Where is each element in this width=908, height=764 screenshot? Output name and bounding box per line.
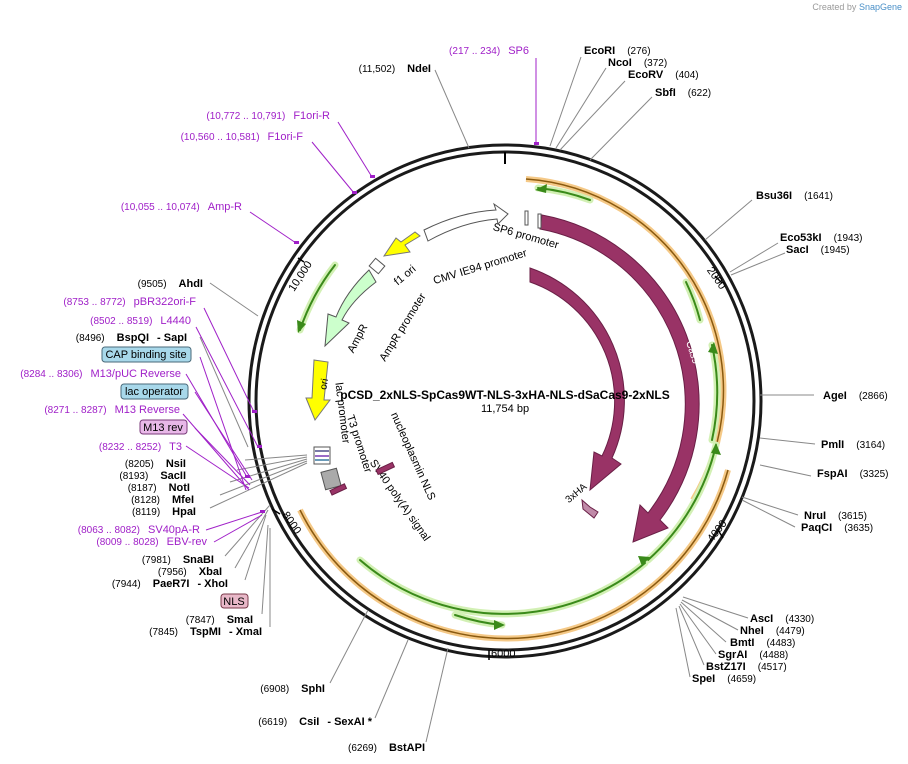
sp6-promoter-marker (524, 210, 529, 226)
enzyme-eco53ki[interactable]: Eco53kI(1943) (780, 232, 863, 244)
enzyme-noti[interactable]: (8187)NotI (128, 482, 190, 494)
nucleoplasmin-nls-marker (375, 461, 396, 476)
enzyme-xbai[interactable]: (7956)XbaI (158, 566, 222, 578)
enzyme-paer7i[interactable]: (7944)PaeR7I- XhoI (112, 578, 228, 590)
orf-arrows (296, 184, 721, 630)
enzyme-tspmi[interactable]: (7845)TspMI- XmaI (149, 626, 262, 638)
tick-8000 (271, 508, 281, 515)
enzyme-ecori[interactable]: EcoRI(276) (584, 45, 651, 57)
enzyme-bstz17i[interactable]: BstZ17I(4517) (706, 661, 787, 673)
enzyme-bmti[interactable]: BmtI(4483) (730, 637, 795, 649)
lac-operator-label: lac operator (125, 386, 183, 398)
f1-ori-label: f1 ori (392, 263, 418, 288)
snapgene-logo-text: SnapGene (858, 2, 902, 12)
tick-10000 (297, 257, 305, 263)
ori-label: ori (318, 378, 331, 391)
primer-l4440[interactable]: (8502 .. 8519)L4440 (90, 315, 191, 327)
sp6-promoter-marker-b (537, 213, 542, 229)
primer-sp6[interactable]: (217 .. 234)SP6 (449, 45, 529, 57)
enzyme-smai[interactable]: (7847)SmaI (186, 614, 253, 626)
ampr-promoter-marker (368, 257, 386, 275)
right-leader-lines (549, 56, 816, 678)
enzyme-nsii[interactable]: (8205)NsiI (125, 458, 186, 470)
primer-f1ori-r[interactable]: (10,772 .. 10,791)F1ori-R (206, 110, 330, 122)
enzyme-sphi[interactable]: (6908)SphI (260, 683, 325, 695)
enzyme-saci[interactable]: SacI(1945) (786, 244, 850, 256)
ampr-promoter-label: AmpR promoter (377, 291, 428, 363)
plasmid-length: 11,754 bp (481, 403, 529, 415)
cas9-inner-arrow[interactable] (529, 267, 625, 492)
enzyme-sbfi[interactable]: SbfI(622) (655, 87, 711, 99)
tick-label-6000: 6000 (491, 648, 515, 660)
ampr-label: AmpR (345, 322, 370, 355)
nls-label: NLS (223, 596, 244, 608)
enzyme-asci[interactable]: AscI(4330) (750, 613, 814, 625)
primer-pbr322ori-f[interactable]: (8753 .. 8772)pBR322ori-F (63, 296, 196, 308)
f1-ori-arrow[interactable] (382, 231, 421, 257)
enzyme-nhei[interactable]: NheI(4479) (740, 625, 805, 637)
ori-arrow[interactable] (305, 359, 331, 422)
3xha-marker[interactable] (581, 498, 599, 519)
tick-4000 (717, 529, 724, 539)
enzyme-fspai[interactable]: FspAI(3325) (817, 468, 888, 480)
cap-binding-site-label: CAP binding site (105, 349, 186, 361)
m13-rev-box[interactable]: M13 rev (139, 419, 188, 435)
lac-operator-box[interactable]: lac operator (120, 383, 189, 400)
cmv-promoter-label: CMV IE94 promoter (432, 247, 529, 287)
cas9-outer-arrow[interactable] (539, 214, 700, 543)
enzyme-sacii[interactable]: (8193)SacII (119, 470, 186, 482)
enzyme-ahdi[interactable]: (9505)AhdI (138, 278, 203, 290)
credit: Created by SnapGene (812, 2, 902, 12)
enzyme-bspqi[interactable]: (8496)BspQI- SapI (76, 332, 187, 344)
mcs-stripe-2 (315, 455, 329, 457)
annotation-ring-bottom-line (299, 469, 729, 640)
primer-t3[interactable]: (8232 .. 8252)T3 (99, 441, 182, 453)
cas9-inner-label: Cas9 (631, 351, 649, 377)
enzyme-sgrai[interactable]: SgrAI(4488) (718, 649, 788, 661)
enzyme-paqci[interactable]: PaqCI(3635) (801, 522, 873, 534)
enzyme-ndei[interactable]: (11,502)NdeI (359, 63, 431, 75)
primer-ticks (245, 142, 539, 513)
ampr-arrow[interactable] (324, 269, 377, 348)
enzyme-agei[interactable]: AgeI(2866) (823, 390, 888, 402)
nls-box[interactable]: NLS (220, 593, 249, 609)
enzyme-bsu36i[interactable]: Bsu36I(1641) (756, 190, 833, 202)
cap-binding-site-box[interactable]: CAP binding site (101, 346, 192, 363)
tick-2000 (714, 275, 723, 284)
primer-amp-r[interactable]: (10,055 .. 10,074)Amp-R (121, 201, 242, 213)
sv40-block (320, 467, 342, 491)
enzyme-hpai[interactable]: (8119)HpaI (132, 506, 196, 518)
plasmid-name: pCSD_2xNLS-SpCas9WT-NLS-3xHA-NLS-dSaCas9… (340, 388, 669, 402)
enzyme-snabi[interactable]: (7981)SnaBI (142, 554, 214, 566)
nls-small-marker (329, 483, 348, 496)
primer-sv40pa-r[interactable]: (8063 .. 8082)SV40pA-R (78, 524, 200, 536)
primer-leader-lines (182, 58, 537, 543)
credit-prefix: Created by (812, 2, 857, 12)
enzyme-csii[interactable]: (6619)CsiI- SexAI * (258, 716, 372, 728)
primer-m13-puc-reverse[interactable]: (8284 .. 8306)M13/pUC Reverse (20, 368, 181, 380)
primer-f1ori-f[interactable]: (10,560 .. 10,581)F1ori-F (181, 131, 304, 143)
primer-ebv-rev[interactable]: (8009 .. 8028)EBV-rev (96, 536, 207, 548)
enzyme-mfei[interactable]: (8128)MfeI (131, 494, 194, 506)
left-leader-lines (199, 69, 470, 743)
cmv-promoter-arrow[interactable] (423, 202, 509, 242)
enzyme-ncoi[interactable]: NcoI(372) (608, 57, 667, 69)
enzyme-nrui[interactable]: NruI(3615) (804, 510, 867, 522)
annotation-ring-left-line (525, 178, 725, 501)
3xha-label: 3xHA (564, 481, 590, 505)
primer-m13-reverse[interactable]: (8271 .. 8287)M13 Reverse (44, 404, 180, 416)
mcs-stripe-1 (315, 450, 329, 452)
enzyme-bstapi[interactable]: (6269)BstAPI (348, 742, 425, 754)
enzyme-pmli[interactable]: PmlI(3164) (821, 439, 885, 451)
mcs-stripe-3 (315, 459, 329, 461)
enzyme-spei[interactable]: SpeI(4659) (692, 673, 756, 685)
enzyme-ecorv[interactable]: EcoRV(404) (628, 69, 699, 81)
m13-rev-label: M13 rev (143, 422, 183, 434)
